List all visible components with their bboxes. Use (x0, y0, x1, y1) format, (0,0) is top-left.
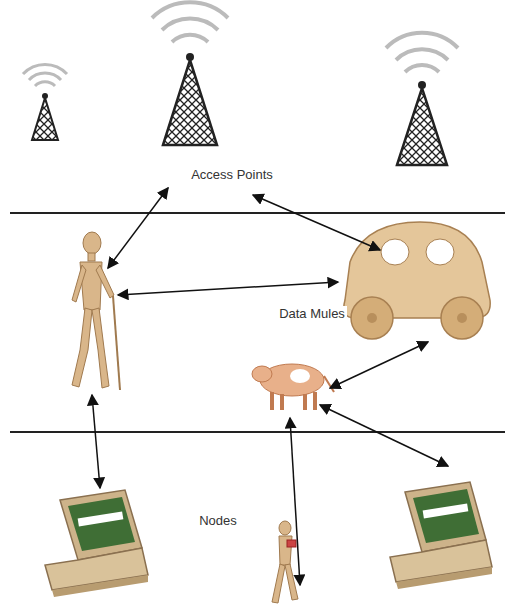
band-label: Data Mules (277, 306, 347, 321)
band-label: Nodes (197, 513, 239, 528)
cow (252, 364, 334, 410)
walking-man (72, 232, 120, 390)
band-label: Access Points (189, 167, 275, 182)
tower-small (23, 64, 67, 140)
toy-car (344, 222, 490, 339)
band-line (10, 431, 505, 433)
tower-right (386, 33, 458, 165)
band-line (10, 212, 505, 214)
tower-large (152, 2, 228, 145)
person-reading (272, 521, 298, 603)
laptop-left (45, 490, 148, 597)
laptop-right (390, 482, 492, 589)
link-arrow (92, 188, 448, 585)
